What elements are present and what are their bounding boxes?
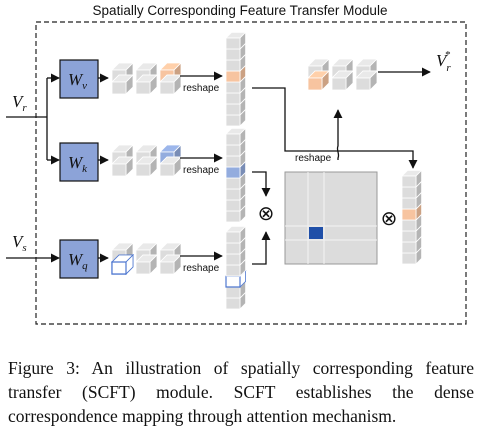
reshape-up-line — [333, 109, 343, 160]
figure-caption: Figure 3: An illustration of spatially c… — [8, 358, 474, 426]
cube-face — [225, 59, 241, 72]
cube-face — [225, 114, 241, 127]
query-to-matmul-line — [252, 231, 271, 265]
output-column-vector — [401, 169, 423, 265]
key-tensor — [111, 144, 182, 177]
attention-matrix — [284, 171, 378, 265]
cube-face — [225, 177, 241, 190]
cube-face — [401, 208, 417, 221]
cube-face — [159, 163, 175, 177]
cube-face — [225, 275, 241, 288]
svg-text:Wq: Wq — [68, 250, 88, 272]
reshape-label-v: reshape — [183, 83, 220, 94]
cube-face — [401, 186, 417, 199]
cube-face — [111, 81, 127, 95]
weight-box-wk: Wk — [59, 142, 99, 182]
reshape-label-k: reshape — [183, 165, 220, 176]
cube-face — [135, 81, 151, 95]
cube-face — [401, 252, 417, 265]
output-label: Vr* — [436, 49, 451, 74]
module-title: Spatially Corresponding Feature Transfer… — [93, 3, 388, 18]
weight-box-wv: Wv — [59, 59, 99, 99]
value-tensor — [111, 62, 182, 95]
cube-face — [225, 81, 241, 94]
attention-highlight-cell — [309, 227, 323, 239]
cube-face — [401, 175, 417, 188]
cube-face — [225, 92, 241, 105]
reshape-label-out: reshape — [295, 153, 332, 164]
cube-face — [225, 155, 241, 168]
value-column-vector — [225, 31, 247, 127]
cube-face — [225, 166, 241, 179]
cube-face — [111, 261, 127, 275]
query-column-vector — [225, 225, 247, 310]
cube-face — [225, 253, 241, 266]
input-vr-label: Vr — [12, 92, 27, 114]
matmul-symbol-2: ⊗ — [381, 208, 398, 230]
cube-face — [225, 264, 241, 277]
cube-face — [401, 219, 417, 232]
cube-face — [159, 261, 175, 275]
query-tensor — [111, 242, 182, 275]
output-tensor — [307, 58, 378, 91]
cube-face — [225, 70, 241, 83]
cube-face — [401, 230, 417, 243]
cube-face — [225, 144, 241, 157]
reshape-label-q: reshape — [183, 263, 220, 274]
cube-face — [401, 241, 417, 254]
cube-face — [331, 77, 347, 91]
cube-face — [225, 103, 241, 116]
matmul-symbol-1: ⊗ — [258, 203, 275, 225]
weight-box-wq: Wq — [59, 239, 99, 279]
cube-face — [225, 297, 241, 310]
cube-face — [225, 242, 241, 255]
cube-face — [225, 199, 241, 212]
key-to-matmul-line — [252, 171, 271, 197]
cube-face — [355, 77, 371, 91]
cube-face — [225, 37, 241, 50]
input-vs-label: Vs — [12, 232, 27, 254]
cube-face — [225, 48, 241, 61]
module-border — [35, 21, 467, 325]
cube-face — [307, 77, 323, 91]
cube-face — [225, 286, 241, 299]
value-to-output-line — [252, 87, 418, 169]
cube-face — [135, 163, 151, 177]
svg-text:Wv: Wv — [68, 70, 87, 92]
svg-text:Wk: Wk — [68, 153, 88, 175]
cube-face — [225, 231, 241, 244]
cube-face — [225, 188, 241, 201]
cube-face — [135, 261, 151, 275]
key-column-vector — [225, 127, 247, 223]
cube-face — [401, 197, 417, 210]
cube-face — [225, 133, 241, 146]
cube-face — [225, 210, 241, 223]
cube-face — [111, 163, 127, 177]
cube-face — [159, 81, 175, 95]
scft-diagram: Spatially Corresponding Feature Transfer… — [6, 3, 467, 325]
